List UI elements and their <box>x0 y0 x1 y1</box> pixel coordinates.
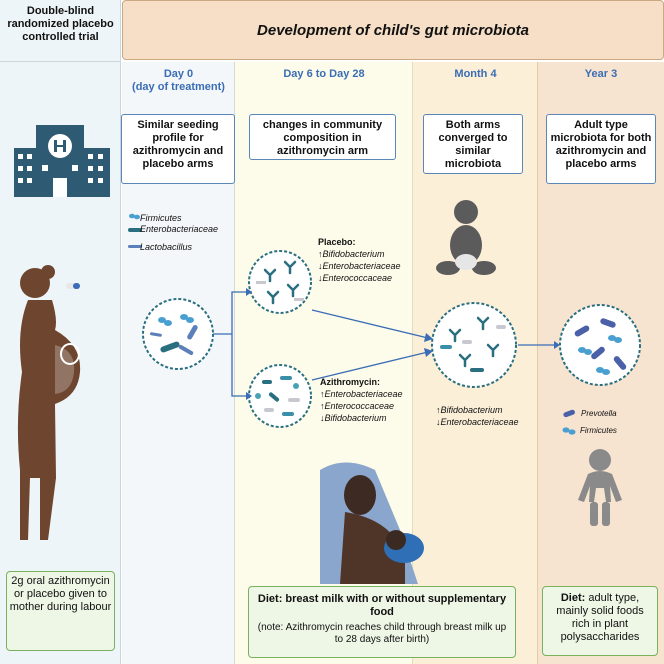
azithromycin-microbiota-circle <box>248 364 312 428</box>
trial-title: Double-blind randomized placebo controll… <box>0 0 121 62</box>
placebo-changes: Placebo: ↑Bifidobacterium ↓Enterobacteri… <box>318 236 413 284</box>
diet-breast-milk-box: Diet: breast milk with or without supple… <box>248 586 516 658</box>
diet-breast-milk-note: (note: Azithromycin reaches child throug… <box>257 622 507 645</box>
year3-card: Adult type microbiota for both azithromy… <box>546 114 656 184</box>
azithromycin-changes: Azithromycin: ↑Enterobacteriaceae ↑Enter… <box>320 376 415 424</box>
year3-microbiota-circle <box>559 304 641 386</box>
baby-icon <box>436 200 496 275</box>
arrow-azithromycin-to-month4 <box>311 351 429 381</box>
month4-card: Both arms converged to similar microbiot… <box>423 114 523 174</box>
diet-adult-box: Diet: adult type, mainly solid foods ric… <box>542 586 658 656</box>
enterobacteriaceae-legend-icon <box>128 228 142 232</box>
treatment-box: 2g oral azithromycin or placebo given to… <box>6 571 115 651</box>
day0-label: Day 0 (day of treatment) <box>122 68 235 94</box>
day0-label-sub: (day of treatment) <box>132 81 225 93</box>
pregnant-mother-icon <box>17 265 81 540</box>
month4-item: ↓Enterobacteriaceae <box>436 417 519 427</box>
toddler-icon <box>578 449 622 526</box>
year3-label: Year 3 <box>584 68 618 80</box>
header-title: Development of child's gut microbiota <box>122 0 664 60</box>
placebo-item: ↑Bifidobacterium <box>318 249 385 259</box>
day0-label-main: Day 0 <box>163 68 194 80</box>
legend-prevotella: Prevotella <box>581 409 617 418</box>
hospital-icon <box>14 125 110 197</box>
diet-adult-label: Diet: <box>560 592 586 604</box>
legend-enterobacteriaceae: Enterobacteriaceae <box>140 224 219 234</box>
left-column <box>0 0 121 664</box>
month4-item: ↑Bifidobacterium <box>436 405 503 415</box>
legend-firmicutes: Firmicutes <box>140 213 182 223</box>
placebo-microbiota-circle <box>248 250 312 314</box>
legend-lactobacillus: Lactobacillus <box>140 242 193 252</box>
day6-28-card: changes in community composition in azit… <box>249 114 396 160</box>
arrow-placebo-to-month4 <box>311 309 429 339</box>
firmicutes-legend-icon-year3 <box>562 427 570 433</box>
prevotella-legend-icon <box>563 409 575 418</box>
day6-28-label: Day 6 to Day 28 <box>283 68 365 80</box>
azithromycin-title: Azithromycin: <box>320 377 381 387</box>
flow-arrows <box>213 291 556 397</box>
arrow-to-placebo <box>213 291 246 335</box>
month4-label: Month 4 <box>454 68 497 80</box>
breastfeeding-mother-icon <box>320 462 424 584</box>
arrow-to-azithromycin <box>231 334 246 397</box>
azithromycin-item: ↑Enterococcaceae <box>320 401 395 411</box>
month4-changes: ↑Bifidobacterium ↓Enterobacteriaceae <box>436 404 536 428</box>
diet-breast-milk-title: Diet: breast milk with or without supple… <box>257 593 507 618</box>
placebo-title: Placebo: <box>318 237 356 247</box>
day0-legend-icons <box>128 213 142 248</box>
diet-adult-text: adult type, mainly solid foods rich in p… <box>556 592 644 643</box>
placebo-item: ↓Enterococcaceae <box>318 273 393 283</box>
day0-microbiota-circle <box>142 298 214 370</box>
year3-legend-icons <box>562 409 576 435</box>
day0-legend: Firmicutes Enterobacteriaceae Lactobacil… <box>126 210 236 260</box>
azithromycin-item: ↓Bifidobacterium <box>320 413 387 423</box>
day0-card: Similar seeding profile for azithromycin… <box>121 114 235 184</box>
placebo-item: ↓Enterobacteriaceae <box>318 261 401 271</box>
firmicutes-legend-icon <box>129 213 135 219</box>
lactobacillus-legend-icon <box>128 245 142 248</box>
legend-firmicutes-year3: Firmicutes <box>580 426 617 435</box>
azithromycin-item: ↑Enterobacteriaceae <box>320 389 403 399</box>
month4-microbiota-circle <box>431 302 517 388</box>
